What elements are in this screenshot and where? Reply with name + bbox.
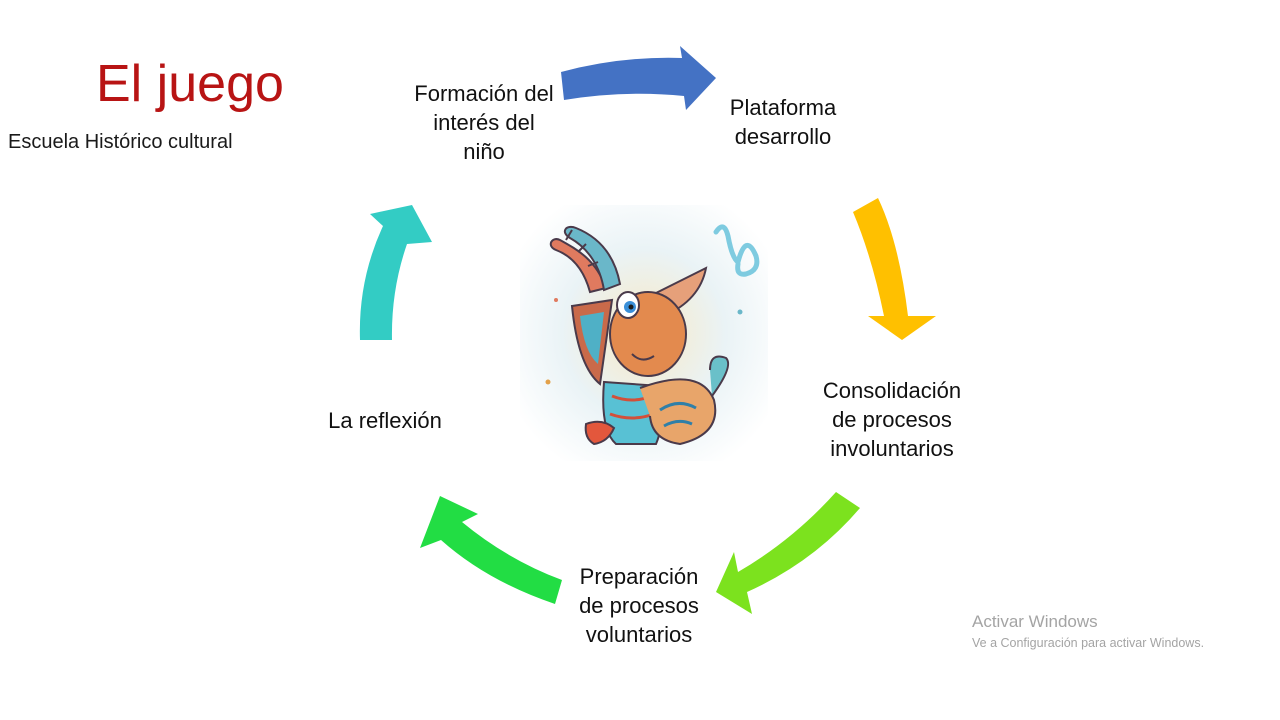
slide-subtitle: Escuela Histórico cultural — [8, 131, 233, 153]
cycle-step-reflexion: La reflexión — [328, 408, 442, 433]
arrow-3 — [420, 496, 562, 604]
slide-title: El juego — [96, 55, 284, 113]
cycle-step-consolidacion: Consolidación de procesos involuntarios — [822, 378, 962, 461]
watermark-title: Activar Windows — [972, 612, 1098, 631]
arrow-2 — [716, 492, 860, 614]
cycle-step-preparacion: Preparación de procesos voluntarios — [579, 564, 699, 647]
capricorn-goat-icon — [520, 205, 768, 461]
cycle-step-plataforma: Plataforma desarrollo — [729, 95, 837, 149]
arrow-1 — [853, 198, 936, 340]
arrow-0 — [561, 46, 716, 110]
watermark-subtitle: Ve a Configuración para activar Windows. — [972, 636, 1205, 650]
cycle-step-formacion: Formación del interés del niño — [414, 81, 554, 164]
windows-activation-watermark: Activar Windows Ve a Configuración para … — [972, 610, 1204, 652]
arrow-4 — [359, 205, 432, 340]
